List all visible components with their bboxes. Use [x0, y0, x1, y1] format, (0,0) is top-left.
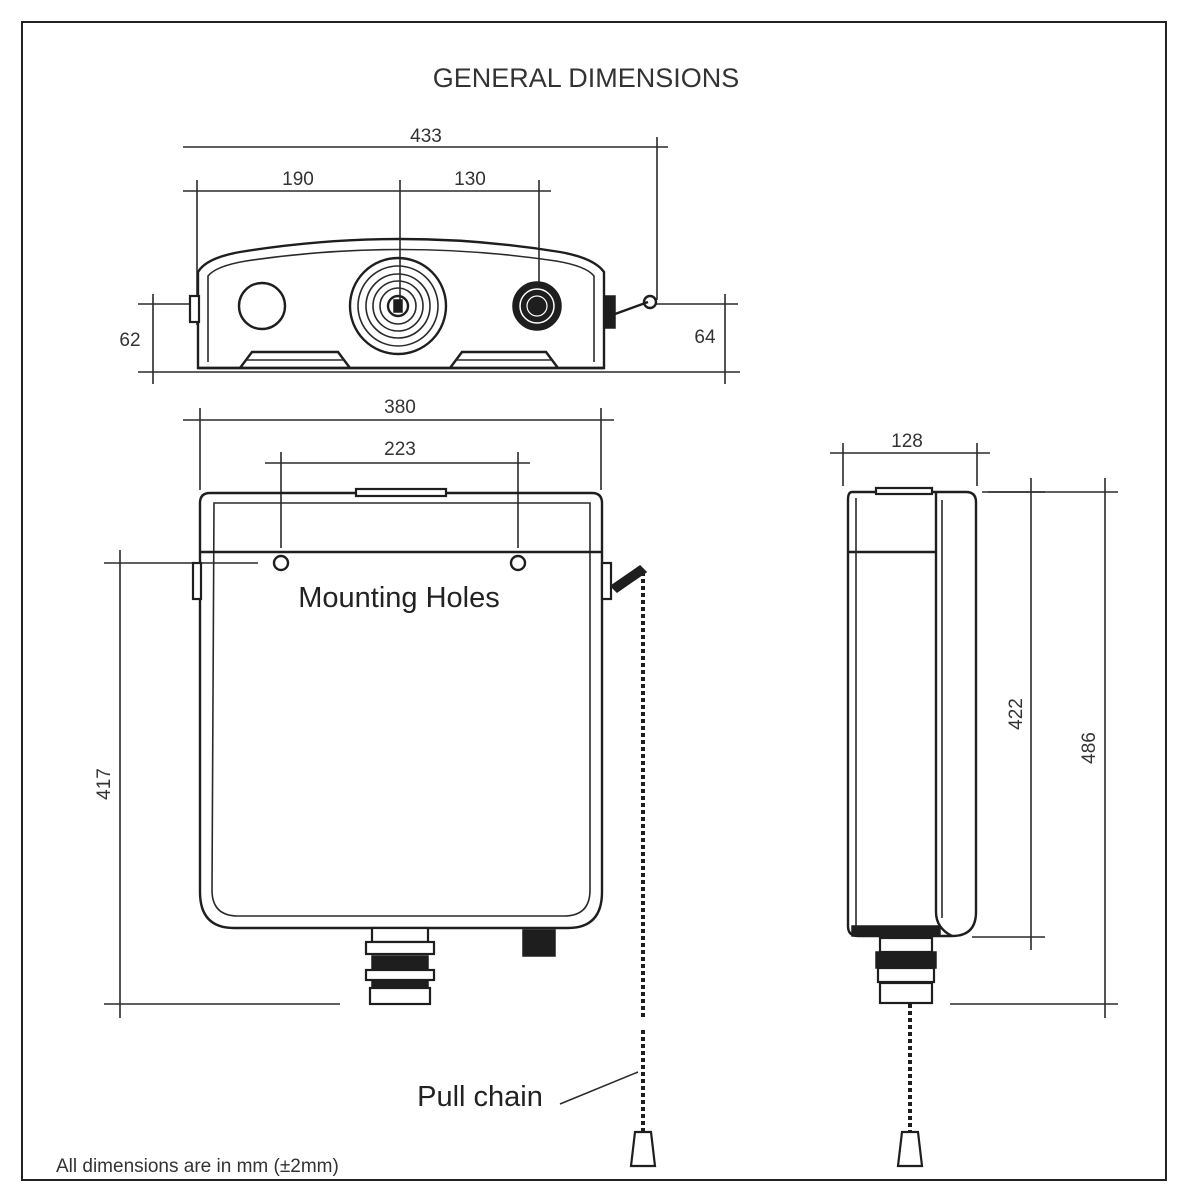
pull-chain-label: Pull chain: [417, 1081, 543, 1113]
overflow-outlet-icon: [522, 929, 556, 957]
dim-front-width: 380: [384, 397, 416, 418]
dim-top-left: 190: [282, 169, 314, 190]
dim-top-height-right: 64: [694, 327, 716, 348]
dim-top-right: 130: [454, 169, 486, 190]
dim-front-holes: 223: [384, 439, 416, 460]
side-view: 128 422 486: [830, 431, 1118, 1168]
flush-valve-icon: [348, 256, 448, 356]
cistern-front-outline: [198, 491, 604, 930]
dim-side-body-height: 422: [1006, 698, 1027, 730]
cistern-top-outline: [196, 237, 606, 370]
front-view: 380 223 417 Mounting Holes: [94, 397, 657, 1168]
mounting-holes-label: Mounting Holes: [298, 582, 500, 614]
dim-top-overall: 433: [410, 126, 442, 147]
footnote: All dimensions are in mm (±2mm): [56, 1156, 339, 1177]
flush-pipe-icon: [364, 926, 436, 1006]
dim-front-height: 417: [94, 768, 115, 800]
mounting-hole-right: [509, 554, 527, 572]
left-inlet-hole: [237, 281, 287, 331]
pull-chain-icon: [629, 572, 657, 1168]
mounting-hole-left: [272, 554, 290, 572]
drawing-border: [21, 21, 1167, 1181]
side-pull-chain-icon: [896, 1004, 924, 1168]
top-view: 433 190 130 62 64: [119, 126, 740, 384]
dim-side-overall-height: 486: [1079, 732, 1100, 764]
dim-top-height-left: 62: [119, 330, 140, 351]
dim-side-depth: 128: [891, 431, 923, 452]
cistern-side-outline: [846, 490, 978, 938]
drawing-title: GENERAL DIMENSIONS: [433, 63, 740, 93]
right-outlet-icon: [512, 281, 562, 331]
side-flush-pipe-icon: [875, 936, 937, 1005]
